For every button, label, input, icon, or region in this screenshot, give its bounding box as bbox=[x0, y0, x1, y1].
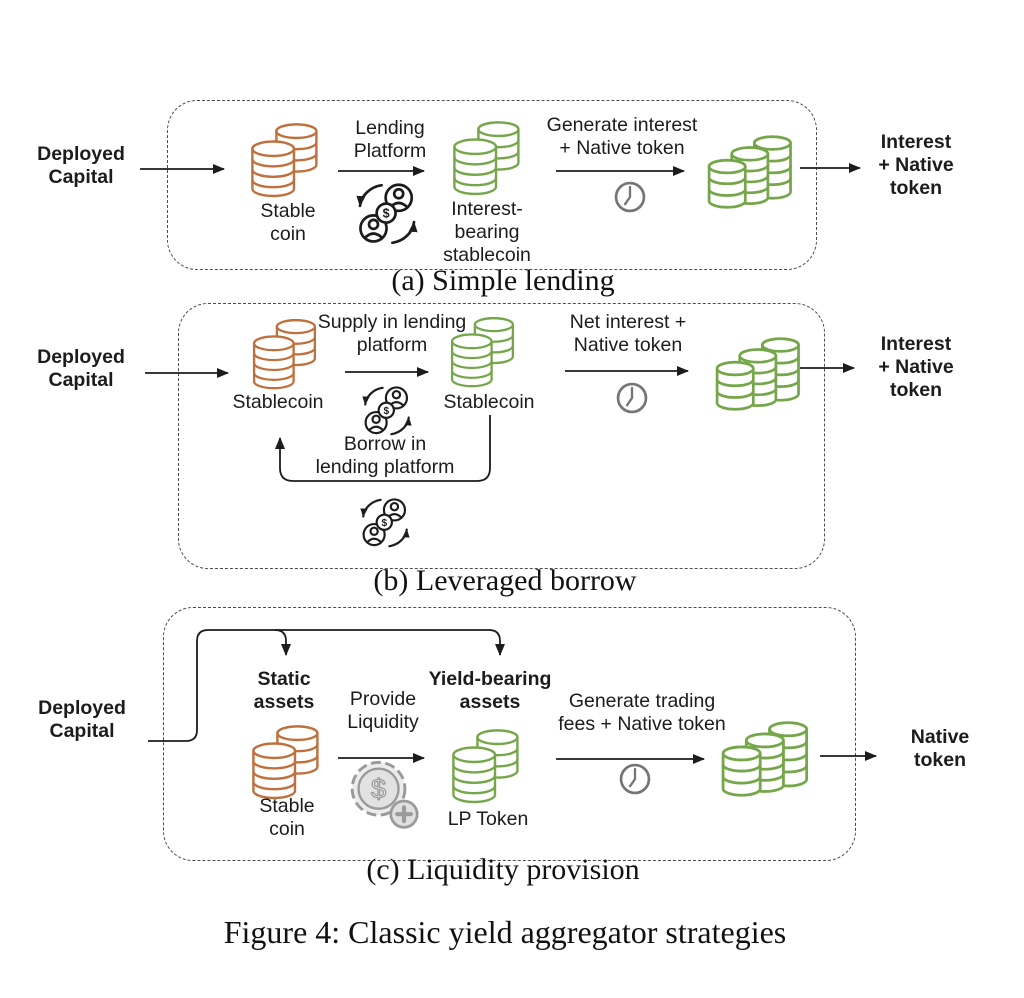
clock-icon-a bbox=[612, 179, 648, 215]
lp-token-stack-icon-c bbox=[447, 726, 527, 806]
output-label-b: Interest + Native token bbox=[878, 333, 954, 401]
profit-coins-icon-c bbox=[716, 720, 810, 798]
panel-a-boundary bbox=[167, 100, 817, 270]
output-label-a: Interest + Native token bbox=[878, 131, 954, 199]
stablecoin-stack-icon-c bbox=[247, 722, 327, 802]
borrow-loop-label-b: Borrow in lending platform bbox=[315, 433, 455, 478]
yield-bearing-assets-label-c: Yield-bearing assets bbox=[428, 668, 552, 713]
caption-panel-a: (a) Simple lending bbox=[391, 264, 615, 297]
deployed-capital-label-b: Deployed Capital bbox=[37, 346, 125, 391]
figure-caption: Figure 4: Classic yield aggregator strat… bbox=[223, 914, 787, 950]
profit-coins-icon-b bbox=[710, 336, 802, 412]
deployed-capital-label-a: Deployed Capital bbox=[37, 143, 125, 188]
stablecoin-stack-icon-a bbox=[246, 120, 326, 200]
interest-bearing-stack-label-a: Interest- bearing stablecoin bbox=[443, 198, 531, 266]
generate-interest-label-a: Generate interest + Native token bbox=[546, 114, 698, 159]
supplied-stablecoin-stack-icon-b bbox=[446, 314, 522, 390]
profit-coins-icon-a bbox=[702, 134, 794, 210]
stablecoin-stack-label-c: Stable coin bbox=[259, 795, 315, 840]
panel-b-boundary bbox=[178, 303, 825, 569]
stablecoin-stack-label-b: Stablecoin bbox=[232, 391, 324, 413]
stablecoin-stack-label-a: Stable coin bbox=[260, 200, 316, 245]
net-interest-label-b: Net interest + Native token bbox=[569, 311, 687, 356]
exchange-icon-b-borrow bbox=[356, 494, 414, 552]
interest-bearing-stack-icon-a bbox=[448, 118, 528, 198]
lending-platform-label-a: Lending Platform bbox=[353, 117, 427, 162]
generate-fees-label-c: Generate trading fees + Native token bbox=[558, 690, 726, 735]
caption-panel-b: (b) Leveraged borrow bbox=[373, 564, 637, 597]
liquidity-coin-icon-c bbox=[344, 756, 424, 836]
clock-icon-b bbox=[614, 380, 650, 416]
deployed-capital-label-c: Deployed Capital bbox=[38, 697, 126, 742]
output-label-c: Native token bbox=[910, 726, 970, 771]
exchange-icon-b-supply bbox=[358, 382, 416, 440]
static-assets-label-c: Static assets bbox=[253, 668, 315, 713]
provide-liquidity-label-c: Provide Liquidity bbox=[347, 688, 419, 733]
lp-token-stack-label-c: LP Token bbox=[447, 808, 529, 830]
exchange-icon-a bbox=[351, 178, 423, 250]
clock-icon-c bbox=[617, 761, 653, 797]
supplied-stablecoin-stack-label-b: Stablecoin bbox=[443, 391, 535, 413]
stablecoin-stack-icon-b bbox=[248, 316, 324, 392]
supply-label-b: Supply in lending platform bbox=[317, 311, 467, 356]
caption-panel-c: (c) Liquidity provision bbox=[366, 853, 640, 886]
